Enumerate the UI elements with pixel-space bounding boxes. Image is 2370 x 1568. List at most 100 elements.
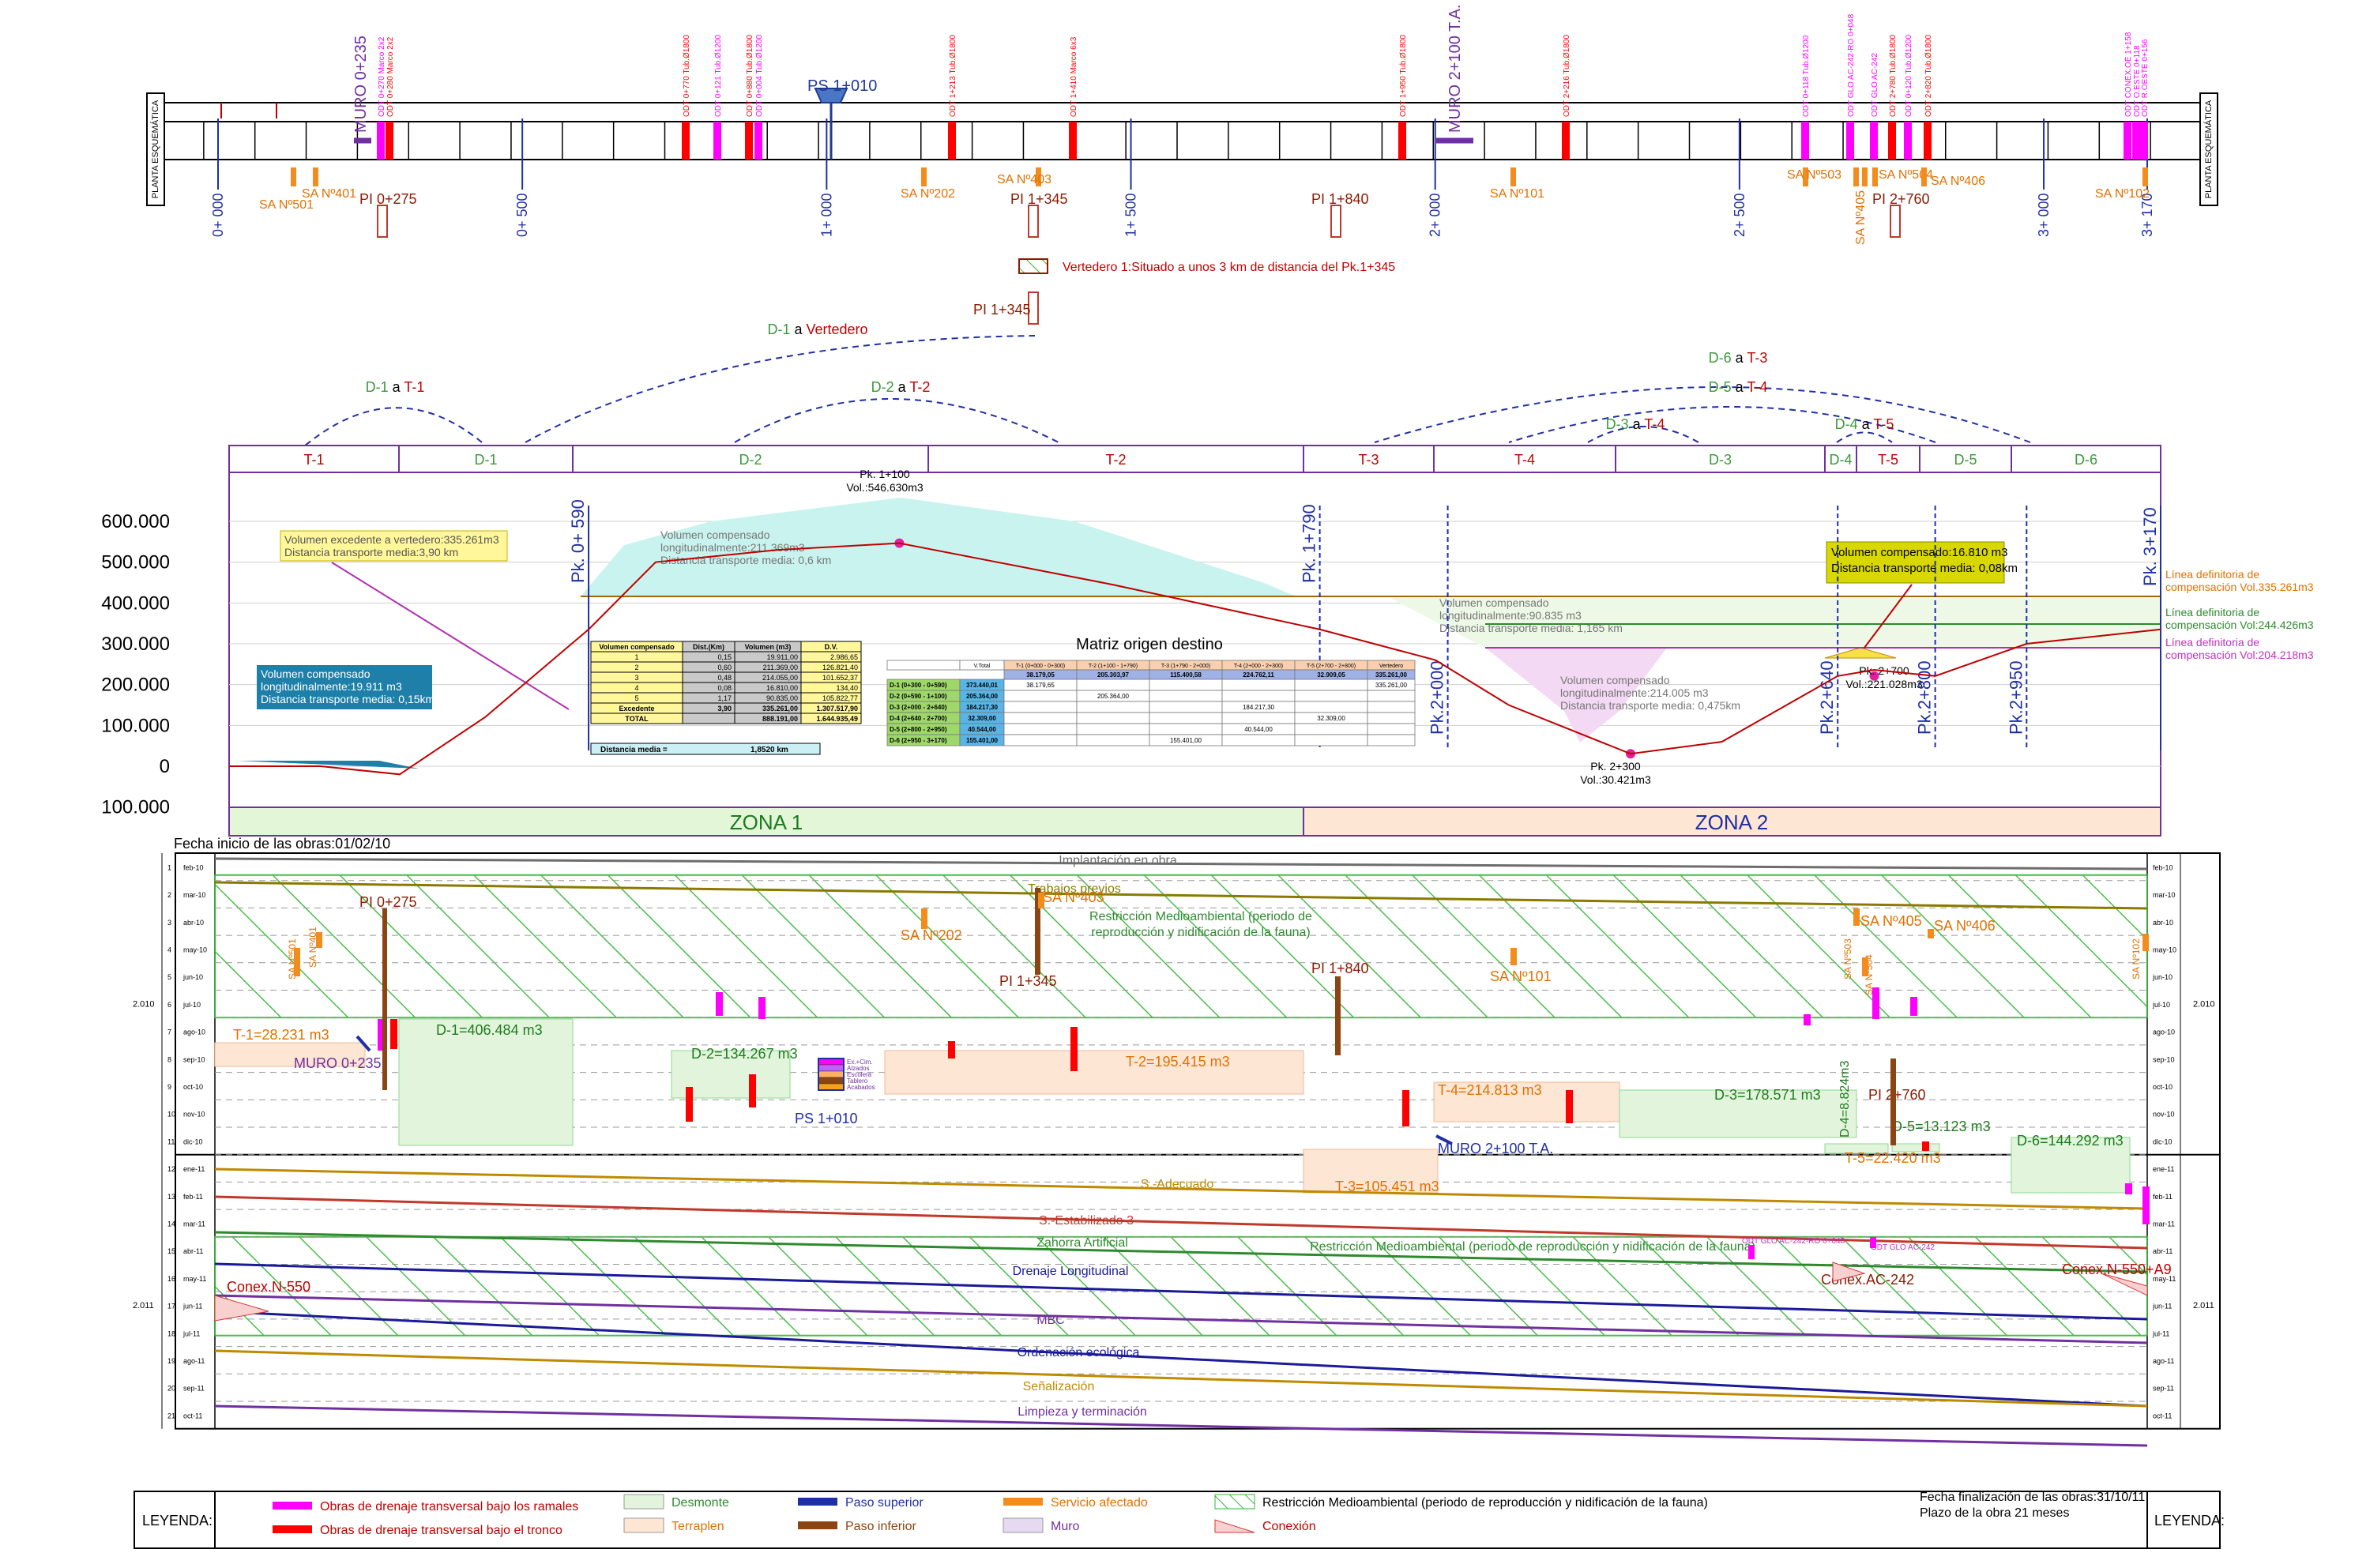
point-value-2300: Vol.:30.421m3 <box>1580 773 1651 786</box>
arrow-label-d3-t4: D-3 a T-4 <box>1606 416 1665 432</box>
chainage-label: 0+ 000 <box>210 193 226 237</box>
month-label-right: ago-11 <box>2153 1357 2174 1365</box>
segment-label: T-2 <box>1105 452 1126 468</box>
sa-503-label: SA Nº503 <box>1787 168 1841 182</box>
zone-1-label: ZONA 1 <box>730 810 803 834</box>
legend-swatch <box>1003 1517 1044 1533</box>
arrow-label-d2-t2: D-2 a T-2 <box>871 379 931 395</box>
table1-cell-text: 4 <box>634 684 638 692</box>
legend-label: Terraplen <box>672 1520 724 1533</box>
odt-label: ODT 0+280 Marco 2x2 <box>386 36 395 117</box>
month-label: nov-10 <box>183 1111 205 1119</box>
task-line <box>214 881 2148 910</box>
volume-label: T-3=105.451 m3 <box>1335 1179 1439 1194</box>
month-label-right: nov-10 <box>2153 1111 2175 1119</box>
month-label: oct-11 <box>183 1412 202 1419</box>
note-211369-1: Volumen compensado <box>660 528 770 541</box>
arrow-label-d5-t4: D-5 a T-4 <box>1709 379 1768 395</box>
matrix-cell-text: D-5 (2+800 - 2+950) <box>890 726 947 733</box>
pk-label: Pk.2+800 <box>1915 660 1935 735</box>
segment-label: T-5 <box>1878 452 1898 468</box>
odt-label: ODT 0+770 Tub.Ø1800 <box>683 35 691 117</box>
sa-403-label: SA Nº403 <box>997 173 1051 186</box>
zone-2-box <box>1303 807 2161 837</box>
comp-label-1a: Línea definitoria de <box>2165 568 2259 581</box>
pi-1840-box <box>1330 205 1341 238</box>
matrix-cell <box>1294 734 1368 746</box>
arrow-d4-t5 <box>1836 431 1893 443</box>
month-label: abr-10 <box>183 919 204 927</box>
volume-label: T-2=195.415 m3 <box>1126 1054 1230 1070</box>
pi-vertedero-box <box>1028 291 1039 325</box>
matrix-header-cell <box>886 660 961 671</box>
muro-0235-schedule-mark <box>356 1035 371 1052</box>
odt-bar <box>948 122 956 160</box>
arrow-d2-t2 <box>734 398 1059 443</box>
conexion-n550-triangle <box>214 1295 269 1322</box>
zone-1-box <box>228 807 1304 837</box>
month-label-right: may-10 <box>2153 946 2176 953</box>
arrow-label-d1-vertedero: D-1 a Vertedero <box>767 321 867 337</box>
area-compensated-19911 <box>237 761 419 769</box>
matrix-cell <box>1076 701 1150 713</box>
table1-header-text: Volumen (m3) <box>745 643 792 651</box>
sa-202-mark <box>921 167 927 186</box>
segment-label: D-1 <box>474 452 497 468</box>
matrix-cell <box>1367 712 1416 724</box>
y-tick-label: 100.000 <box>101 715 170 736</box>
matrix-title: Matriz origen destino <box>1076 636 1223 653</box>
odt-label: ODT 1+950 Tub.Ø1800 <box>1399 35 1408 117</box>
month-label: mar-11 <box>183 1220 205 1228</box>
earthwork-block <box>214 1042 366 1067</box>
y-axis: 600.000500.000400.000300.000200.000100.0… <box>101 511 170 818</box>
pk-label: Pk. 3+170 <box>2140 507 2160 586</box>
conexion-n550a9-triangle <box>2101 1273 2148 1296</box>
end-date: Fecha finalización de las obras:31/10/11 <box>1920 1491 2145 1504</box>
chainage-label: 3+ 170 <box>2139 193 2155 237</box>
schedule-label: PI 1+840 <box>1311 961 1369 976</box>
matrix-total-text: 224.762,11 <box>1243 671 1274 679</box>
odt-bar <box>713 122 721 160</box>
legend: LEYENDA: LEYENDA: Obras de drenaje trans… <box>134 1491 2225 1549</box>
sa-101-label: SA Nº101 <box>1490 187 1544 201</box>
earthwork-block <box>398 1018 574 1146</box>
vertedero-icon <box>1018 258 1048 274</box>
note-90835-2: longitudinalmente:90.835 m3 <box>1439 609 1582 622</box>
odt-bar <box>1562 122 1570 160</box>
plan-side-label-left: PLANTA ESQUEMÁTICA <box>150 100 160 198</box>
matrix-cell <box>1076 723 1150 735</box>
month-label-right: abr-10 <box>2153 919 2173 927</box>
legend-frame <box>134 1491 2221 1549</box>
task-line <box>214 1168 2148 1210</box>
odt-label: ODT 2+780 Tub.Ø1800 <box>1889 35 1898 117</box>
month-label: mar-10 <box>183 891 206 899</box>
arrow-d5-t4 <box>1508 406 1936 443</box>
odt-bar <box>1870 122 1878 160</box>
pk-label: Pk.2+000 <box>1428 660 1447 735</box>
matrix-cell <box>1003 712 1078 724</box>
month-number: 12 <box>167 1165 175 1173</box>
schedule-marker <box>378 1019 385 1051</box>
note-excedente-2: Distancia transporte media:3,90 km <box>284 546 458 558</box>
y-tick-label: 600.000 <box>101 511 170 532</box>
y-tick-label: 200.000 <box>101 675 170 696</box>
pk-label: Pk. 0+ 590 <box>568 499 588 583</box>
start-date: Fecha inicio de las obras:01/02/10 <box>174 836 390 852</box>
point-value-2700: Vol.:221.028m3 <box>1845 678 1923 690</box>
matrix-cell-text: 38.179,65 <box>1026 682 1055 689</box>
task-line <box>214 1349 2148 1408</box>
schedule-marker <box>1566 1090 1573 1123</box>
plan-side-label-right: PLANTA ESQUEMÁTICA <box>2203 100 2214 198</box>
schedule-label: ODT GLO AC-242-RO 0+048 <box>1742 1237 1845 1246</box>
plan-strip: PLANTA ESQUEMÁTICA PLANTA ESQUEMÁTICA 0+… <box>146 5 2218 325</box>
task-label: Drenaje Longitudinal <box>1013 1265 1129 1278</box>
odt-label: ODT 0+004 Tub.Ø1200 <box>755 35 764 117</box>
odt-label: ODT O.ESTE 0+118 <box>2133 45 2142 117</box>
schedule-label: PS 1+010 <box>795 1111 858 1126</box>
month-number: 18 <box>167 1329 175 1337</box>
matrix-total-text: 32.909,05 <box>1317 671 1345 679</box>
matrix-cell-text: 40.544,00 <box>968 726 996 733</box>
schedule-marker <box>716 992 723 1016</box>
